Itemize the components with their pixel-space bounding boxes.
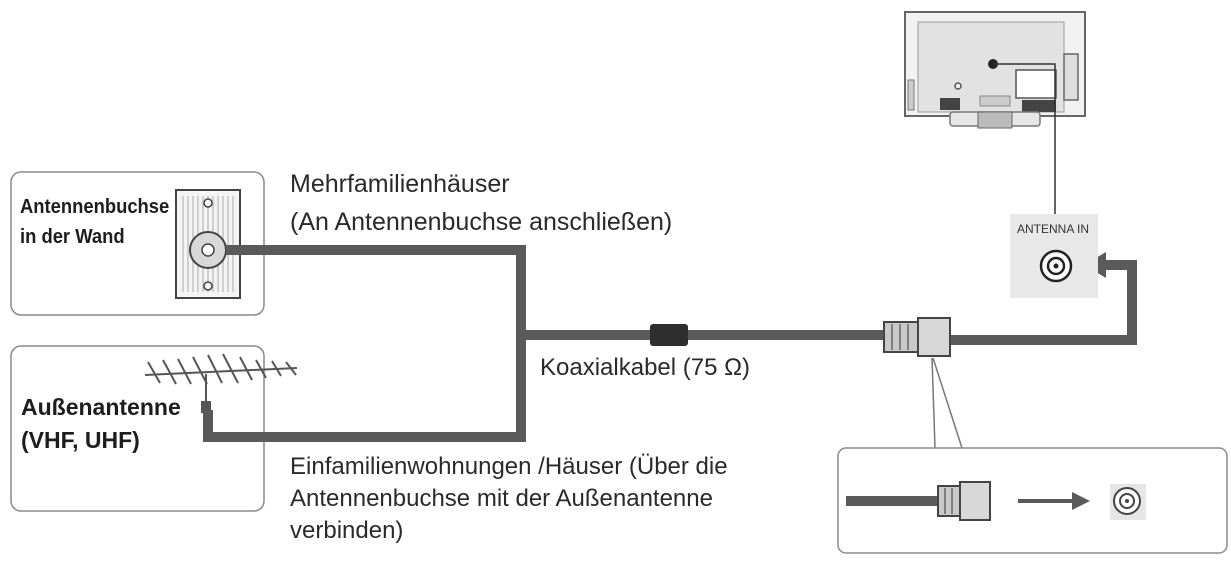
antenna-in-label: ANTENNA IN: [1017, 222, 1090, 236]
callout-lines: [931, 357, 963, 449]
outdoor-antenna-label-line1: Außenantenne: [21, 394, 181, 420]
apartments-caption-line2: (An Antennenbuchse anschließen): [290, 208, 673, 236]
houses-caption-line3: verbinden): [290, 517, 404, 544]
wall-socket-label-line1: Antennenbuchse: [20, 196, 170, 218]
houses-caption-line1: Einfamilienwohnungen /Häuser (Über die: [290, 453, 728, 480]
coax-plug-icon: [883, 317, 951, 357]
houses-caption: Einfamilienwohnungen /Häuser (Über die A…: [290, 451, 728, 547]
outdoor-antenna-label-line2: (VHF, UHF): [21, 427, 140, 453]
plug-detail-illustration: [846, 481, 1146, 521]
apartments-caption: Mehrfamilienhäuser (An Antennenbuchse an…: [290, 165, 672, 241]
apartments-caption-line1: Mehrfamilienhäuser: [290, 170, 510, 198]
wall-plate-icon: [175, 189, 241, 299]
coaxial-cable: [203, 245, 1137, 442]
antenna-in-panel: [1010, 214, 1098, 298]
outdoor-antenna-label: Außenantenne (VHF, UHF): [21, 391, 181, 457]
ferrite-core: [650, 324, 688, 346]
houses-caption-line2: Antennenbuchse mit der Außenantenne: [290, 485, 713, 512]
tv-back-illustration: [904, 11, 1086, 214]
coax-cable-label: Koaxialkabel (75 Ω): [540, 354, 751, 381]
wall-socket-label: Antennenbuchse in der Wand: [20, 192, 169, 252]
wall-socket-label-line2: in der Wand: [20, 226, 125, 248]
outdoor-antenna-box: [10, 345, 265, 512]
